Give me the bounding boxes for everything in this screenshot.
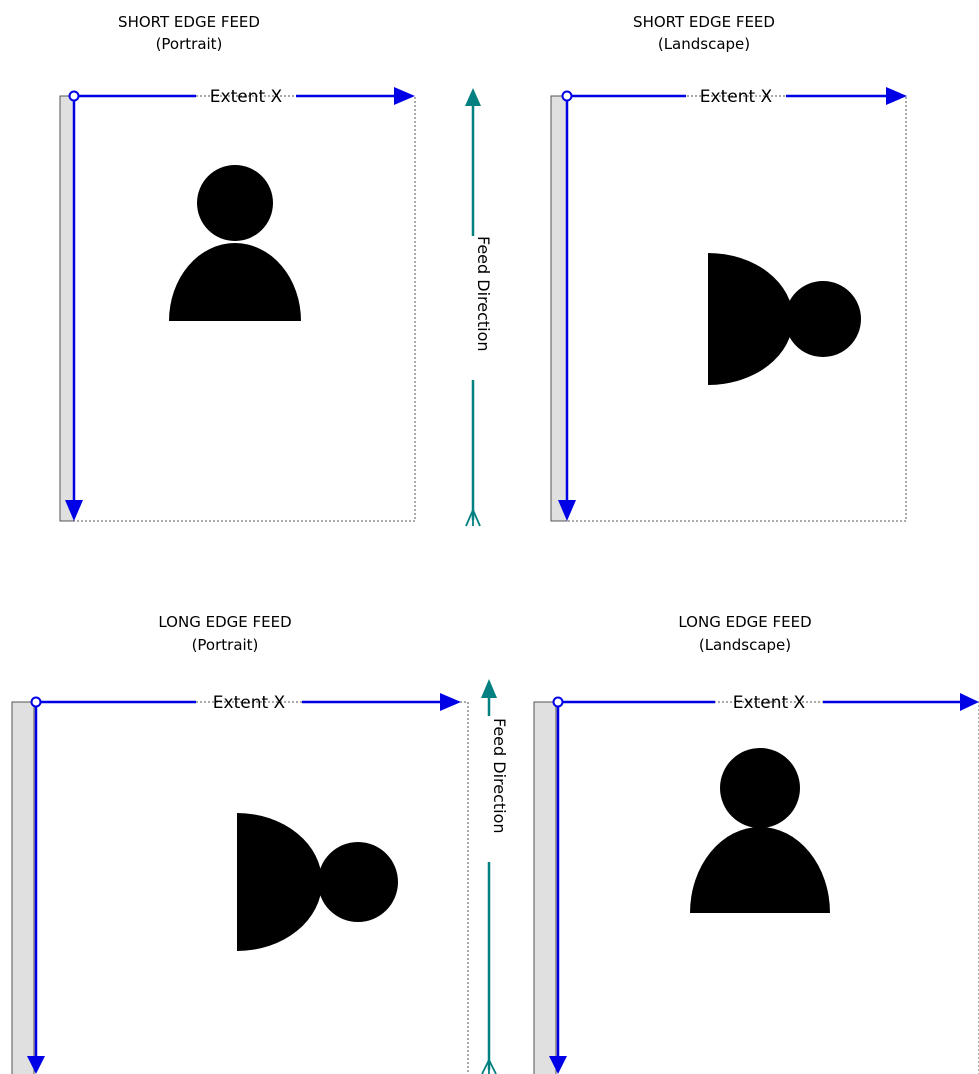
sef-landscape-title-line2: (Landscape) (658, 35, 750, 53)
extent-x-label: Extent X (700, 87, 773, 107)
sef-landscape-diagram: SHORT EDGE FEED (Landscape) Extent X (550, 13, 907, 522)
extent-x-arrowhead (886, 87, 907, 105)
binding-strip (550, 95, 568, 522)
extent-y-arrowhead (27, 1056, 45, 1074)
extent-x-label: Extent X (733, 693, 806, 713)
person-figure-upright (169, 165, 301, 321)
sef-landscape-title-line1: SHORT EDGE FEED (633, 13, 775, 31)
binding-strip (533, 701, 557, 1074)
page-outline (550, 95, 907, 522)
lef-landscape-diagram: LONG EDGE FEED (Landscape) Extent X (533, 613, 979, 1074)
origin-marker (552, 696, 564, 708)
sef-portrait-title-line1: SHORT EDGE FEED (118, 13, 260, 31)
feed-direction-tail (481, 1057, 497, 1074)
lef-landscape-title-line2: (Landscape) (699, 636, 791, 654)
origin-marker (30, 696, 42, 708)
origin-marker (68, 90, 80, 102)
person-figure-rotated (237, 813, 398, 951)
feed-direction-arrow-top: Feed Direction (464, 88, 493, 527)
feed-direction-label: Feed Direction (490, 718, 509, 834)
extent-x-arrowhead (394, 87, 415, 105)
feed-direction-tail (465, 507, 481, 527)
feed-direction-label: Feed Direction (474, 236, 493, 352)
origin-marker (561, 90, 573, 102)
binding-strip (59, 95, 75, 522)
lef-landscape-title-line1: LONG EDGE FEED (678, 613, 811, 631)
person-figure-upright (690, 748, 830, 913)
extent-x-arrowhead (960, 693, 979, 711)
feed-direction-arrow-bottom: Feed Direction (480, 679, 509, 1074)
lef-portrait-title-line1: LONG EDGE FEED (158, 613, 291, 631)
extent-x-label: Extent X (213, 693, 286, 713)
feed-label-bg (464, 236, 486, 380)
lef-portrait-diagram: LONG EDGE FEED (Portrait) Extent X (11, 613, 469, 1074)
feed-label-bg (480, 716, 502, 862)
extent-y-arrowhead (558, 500, 576, 521)
feed-direction-arrowhead (481, 679, 497, 698)
extent-x-label: Extent X (210, 87, 283, 107)
sef-portrait-diagram: SHORT EDGE FEED (Portrait) Extent X (59, 13, 416, 522)
page-outline (59, 95, 416, 522)
extent-y-arrowhead (65, 500, 83, 521)
feed-direction-arrowhead (465, 88, 481, 106)
lef-portrait-title-line2: (Portrait) (192, 636, 259, 654)
extent-x-arrowhead (440, 693, 461, 711)
binding-strip (11, 701, 35, 1074)
person-figure-rotated (708, 253, 861, 385)
extent-y-arrowhead (549, 1056, 567, 1074)
sef-portrait-title-line2: (Portrait) (156, 35, 223, 53)
